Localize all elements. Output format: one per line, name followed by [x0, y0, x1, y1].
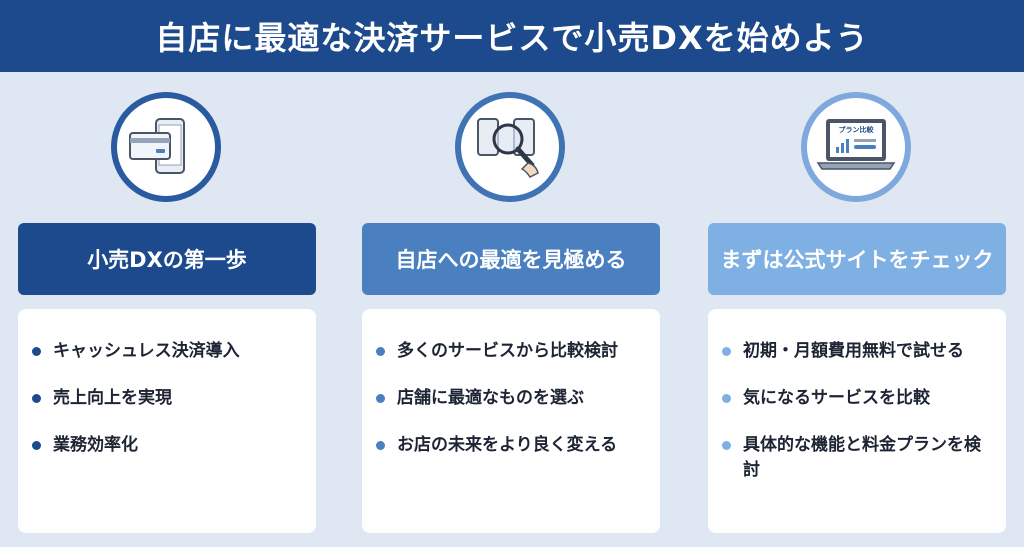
header-label: まずは公式サイトをチェック — [720, 248, 994, 272]
plan-compare-text: プラン比較 — [839, 125, 875, 134]
page-title: 自店に最適な決済サービスで小売DXを始めよう — [155, 19, 869, 57]
list-item: 具体的な機能と料金プランを検討 — [722, 433, 992, 483]
bullet-dot-icon — [376, 394, 385, 403]
bullet-dot-icon — [32, 394, 41, 403]
bullet-dot-icon — [722, 441, 731, 450]
bullet-dot-icon — [722, 394, 731, 403]
magnifier-phones-icon — [455, 92, 565, 202]
list-item: キャッシュレス決済導入 — [32, 339, 302, 364]
column-find-best: 自店への最適を見極める 多くのサービスから比較検討 店舗に最適なものを選ぶ お店… — [362, 0, 660, 547]
column-check-site: プラン比較 まずは公式サイトをチェック 初期・月額費用無料で試せる 気になるサー… — [708, 0, 1006, 547]
list-item: 業務効率化 — [32, 433, 302, 458]
card-first-step: キャッシュレス決済導入 売上向上を実現 業務効率化 — [18, 309, 316, 533]
list-item: お店の未来をより良く変える — [376, 433, 646, 458]
bullet-dot-icon — [32, 347, 41, 356]
bullet-dot-icon — [722, 347, 731, 356]
laptop-plan-icon: プラン比較 — [801, 92, 911, 202]
list-item: 初期・月額費用無料で試せる — [722, 339, 992, 364]
list-item: 気になるサービスを比較 — [722, 386, 992, 411]
card-check-site: 初期・月額費用無料で試せる 気になるサービスを比較 具体的な機能と料金プランを検… — [708, 309, 1006, 533]
bullet-dot-icon — [376, 347, 385, 356]
list-item: 売上向上を実現 — [32, 386, 302, 411]
card-and-phone-icon — [111, 92, 221, 202]
list-item: 店舗に最適なものを選ぶ — [376, 386, 646, 411]
header-first-step: 小売DXの第一歩 — [18, 223, 316, 295]
header-check-site: まずは公式サイトをチェック — [708, 223, 1006, 295]
header-label: 小売DXの第一歩 — [87, 248, 247, 272]
bullet-dot-icon — [32, 441, 41, 450]
column-first-step: 小売DXの第一歩 キャッシュレス決済導入 売上向上を実現 業務効率化 — [18, 0, 316, 547]
title-banner: 自店に最適な決済サービスで小売DXを始めよう — [0, 0, 1024, 72]
card-find-best: 多くのサービスから比較検討 店舗に最適なものを選ぶ お店の未来をより良く変える — [362, 309, 660, 533]
header-find-best: 自店への最適を見極める — [362, 223, 660, 295]
bullet-dot-icon — [376, 441, 385, 450]
list-item: 多くのサービスから比較検討 — [376, 339, 646, 364]
header-label: 自店への最適を見極める — [395, 248, 627, 272]
